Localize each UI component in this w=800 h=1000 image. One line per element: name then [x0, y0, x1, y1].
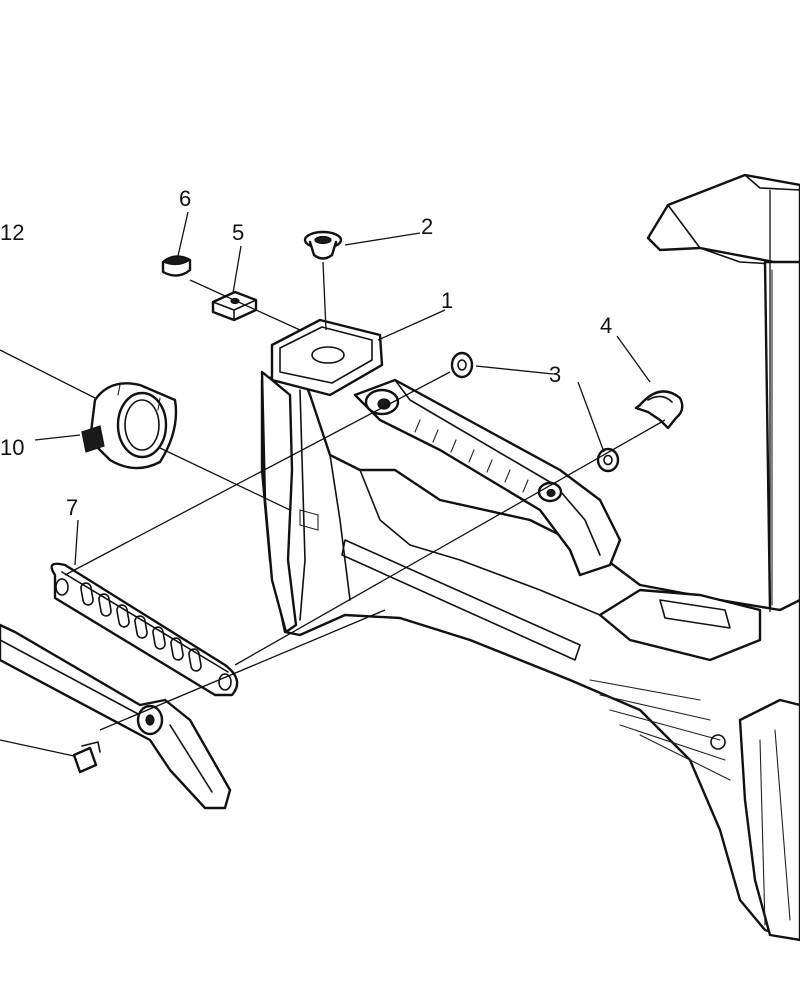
- right-housing-part: [646, 173, 800, 612]
- part-5-square-nut: [211, 290, 258, 322]
- part-6-cap: [161, 255, 192, 277]
- callout-2: 2: [421, 214, 433, 239]
- part-2-grommet: [303, 230, 343, 260]
- callout-6: 6: [179, 186, 191, 211]
- small-bolt-part: [72, 741, 101, 774]
- callout-1: 1: [441, 288, 453, 313]
- callout-3: 3: [549, 362, 561, 387]
- callout-labels: 6 5 2 1 3 4 7 10 12: [0, 186, 612, 520]
- part-7-slotted-plate: [50, 562, 239, 697]
- leader-lines: [0, 190, 771, 757]
- part-4-clip: [634, 390, 684, 430]
- callout-12: 12: [0, 220, 24, 245]
- callout-4: 4: [600, 313, 612, 338]
- part-10-cable-clamp: [81, 382, 178, 470]
- callout-10: 10: [0, 435, 24, 460]
- callout-5: 5: [232, 220, 244, 245]
- callout-7: 7: [66, 495, 78, 520]
- main-frame-part: [260, 318, 800, 942]
- part-3-washers: [450, 351, 620, 473]
- lever-arm-part: [0, 623, 232, 810]
